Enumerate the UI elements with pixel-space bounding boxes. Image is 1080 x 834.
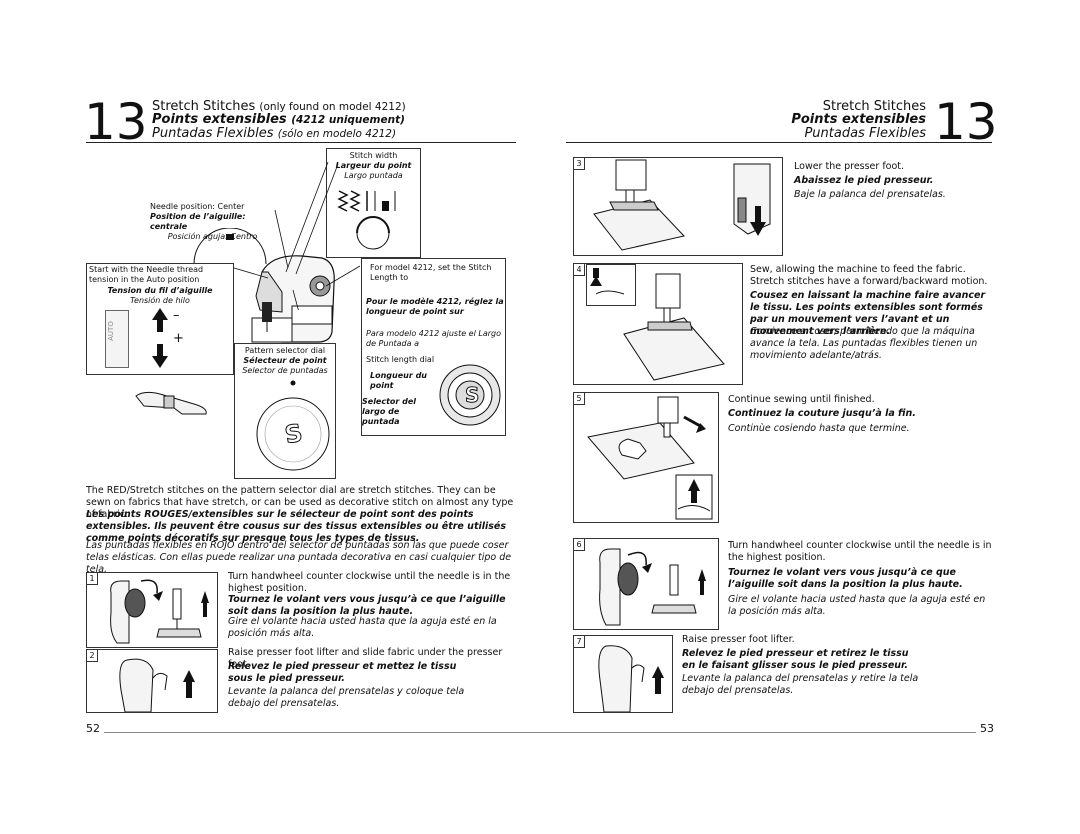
- stitch-length-dial-en: Stitch length dial: [366, 355, 435, 364]
- needle-position-knob-icon: [193, 228, 267, 265]
- stitch-length-dial-es: Selector del largo de puntada: [362, 397, 417, 426]
- stitch-length-dial-letter: S: [464, 383, 480, 408]
- step-3-number: 3: [574, 158, 585, 170]
- right-title-es: Puntadas Flexibles: [804, 126, 926, 141]
- step-5-fr: Continuez la couture jusqu’à la fin.: [728, 408, 916, 419]
- model-4212-box: For model 4212, set the Stitch Length to…: [361, 258, 506, 436]
- step-6-en: Turn handwheel counter clockwise until t…: [728, 540, 992, 563]
- step-2-illustration: [119, 658, 195, 712]
- tension-label-en: Start with the Needle thread tension in …: [89, 265, 204, 284]
- step-2-es: Levante la palanca del prensatelas y col…: [228, 686, 465, 709]
- step-4-es: Comience a coser, permitiendo que la máq…: [750, 326, 978, 361]
- left-header-rule: [86, 142, 516, 143]
- intro-en: The RED/Stretch stitches on the pattern …: [86, 485, 514, 520]
- tension-minus-label: –: [173, 308, 180, 323]
- needle-position-box: Needle position: Center Position de l’ai…: [150, 202, 275, 241]
- needle-position-fr: Position de l’aiguille: centrale: [150, 212, 246, 231]
- right-header-rule: [566, 142, 992, 143]
- step-3-es: Baje la palanca del prensatelas.: [794, 189, 946, 200]
- step-5-number: 5: [574, 393, 585, 405]
- right-title-fr: Points extensibles: [791, 112, 926, 127]
- pattern-selector-dial-icon: [256, 380, 330, 471]
- tension-auto-label: AUTO: [106, 321, 115, 341]
- tension-dial[interactable]: [105, 310, 129, 368]
- step-2-en: Raise presser foot lifter and slide fabr…: [228, 647, 503, 670]
- step-4-illustration: [590, 268, 725, 381]
- left-page-number: 52: [86, 722, 100, 735]
- intro-es: Las puntadas flexibles en ROJO dentro de…: [86, 540, 512, 575]
- step-7-es: Levante la palanca del prensatelas y ret…: [682, 673, 919, 696]
- left-title-en: Stretch Stitches (only found on model 42…: [152, 99, 406, 114]
- step-4-en: Sew, allowing the machine to feed the fa…: [750, 264, 988, 287]
- step-1-en: Turn handwheel counter clockwise until t…: [228, 571, 511, 594]
- step-5-panel: 5: [573, 392, 719, 523]
- step-3-fr: Abaissez le pied presseur.: [794, 175, 934, 186]
- right-page-number: 53: [980, 722, 994, 735]
- tension-box: Start with the Needle thread tension in …: [86, 263, 234, 375]
- step-6-panel: 6: [573, 538, 719, 630]
- step-6-illustration: [599, 548, 706, 626]
- step-7-panel: 7: [573, 635, 673, 713]
- step-7-illustration: [598, 645, 664, 712]
- sewing-machine-illustration: [251, 255, 335, 343]
- step-7-number: 7: [574, 636, 585, 648]
- step-3-illustration: [593, 159, 771, 251]
- step-5-es: Continùe cosiendo hasta que termine.: [728, 423, 910, 434]
- step-7-fr: Relevez le pied presseur et retirez le t…: [682, 648, 909, 671]
- stitch-length-dial-icon: [439, 364, 501, 426]
- step-1-illustration: [110, 579, 209, 644]
- step-1-fr: Tournez le volant vers vous jusqu’à ce q…: [228, 594, 506, 617]
- stitch-width-label-es: Largo puntada: [344, 171, 403, 180]
- presser-foot-illustration: [135, 391, 207, 415]
- step-4-panel: 4: [573, 263, 743, 385]
- step-6-es: Gire el volante hacia usted hasta que la…: [728, 594, 986, 617]
- pattern-selector-en: Pattern selector dial: [244, 346, 326, 355]
- step-6-number: 6: [574, 539, 585, 551]
- model-note-es: Para modelo 4212 ajuste el Largo de Punt…: [366, 329, 501, 348]
- stitch-length-dial-fr: Longueur du point: [370, 371, 427, 390]
- diagram-pointer-lines: [233, 161, 361, 310]
- step-2-fr: Relevez le pied presseur et mettez le ti…: [228, 661, 457, 684]
- step-4-number: 4: [574, 264, 585, 276]
- needle-position-en: Needle position: Center: [150, 202, 245, 211]
- step-5-en: Continue sewing until finished.: [728, 394, 875, 405]
- step-3-en: Lower the presser foot.: [794, 161, 905, 172]
- right-title-en: Stretch Stitches: [822, 99, 926, 114]
- step-1-es: Gire el volante hacia usted hasta que la…: [228, 616, 497, 639]
- pattern-selector-box: Pattern selector dial Sélecteur de point…: [234, 343, 336, 479]
- tension-arrows-icon: [152, 308, 168, 368]
- step-5-illustration: [587, 396, 713, 520]
- left-chapter-number: 13: [84, 93, 148, 151]
- step-4-fr: Cousez en laissant la machine faire avan…: [750, 290, 986, 337]
- left-title-es: Puntadas Flexibles (sólo en modelo 4212): [152, 126, 397, 141]
- right-chapter-number: 13: [934, 93, 998, 151]
- stitch-width-dial-illustration: [337, 190, 396, 250]
- model-note-fr: Pour le modèle 4212, réglez la longueur …: [366, 297, 504, 316]
- stitch-width-box: Stitch width Largeur du point Largo punt…: [326, 148, 421, 258]
- stitch-width-label-en: Stitch width: [349, 151, 398, 160]
- stitch-width-label-fr: Largeur du point: [335, 161, 412, 170]
- intro-fr: Les points ROUGES/extensibles sur le sél…: [86, 509, 507, 544]
- tension-label-fr: Tension du fil d’aiguille: [107, 286, 213, 295]
- tension-plus-label: +: [173, 331, 184, 346]
- step-7-en: Raise presser foot lifter.: [682, 634, 795, 645]
- step-2-panel: 2: [86, 649, 218, 713]
- needle-position-es: Posición aguja: Centro: [167, 232, 258, 241]
- left-title-fr: Points extensibles (4212 uniquement): [152, 112, 405, 127]
- step-2-number: 2: [87, 650, 98, 662]
- footer-rule: [104, 732, 976, 733]
- step-1-number: 1: [87, 573, 98, 585]
- pattern-selector-es: Selector de puntadas: [242, 366, 328, 375]
- tension-label-es: Tensión de hilo: [130, 296, 190, 305]
- model-note-en: For model 4212, set the Stitch Length to: [370, 263, 492, 282]
- step-1-panel: 1: [86, 572, 218, 648]
- pattern-selector-fr: Sélecteur de point: [243, 356, 327, 365]
- step-6-fr: Tournez le volant vers vous jusqu’à ce q…: [728, 567, 963, 590]
- step-3-panel: 3: [573, 157, 783, 256]
